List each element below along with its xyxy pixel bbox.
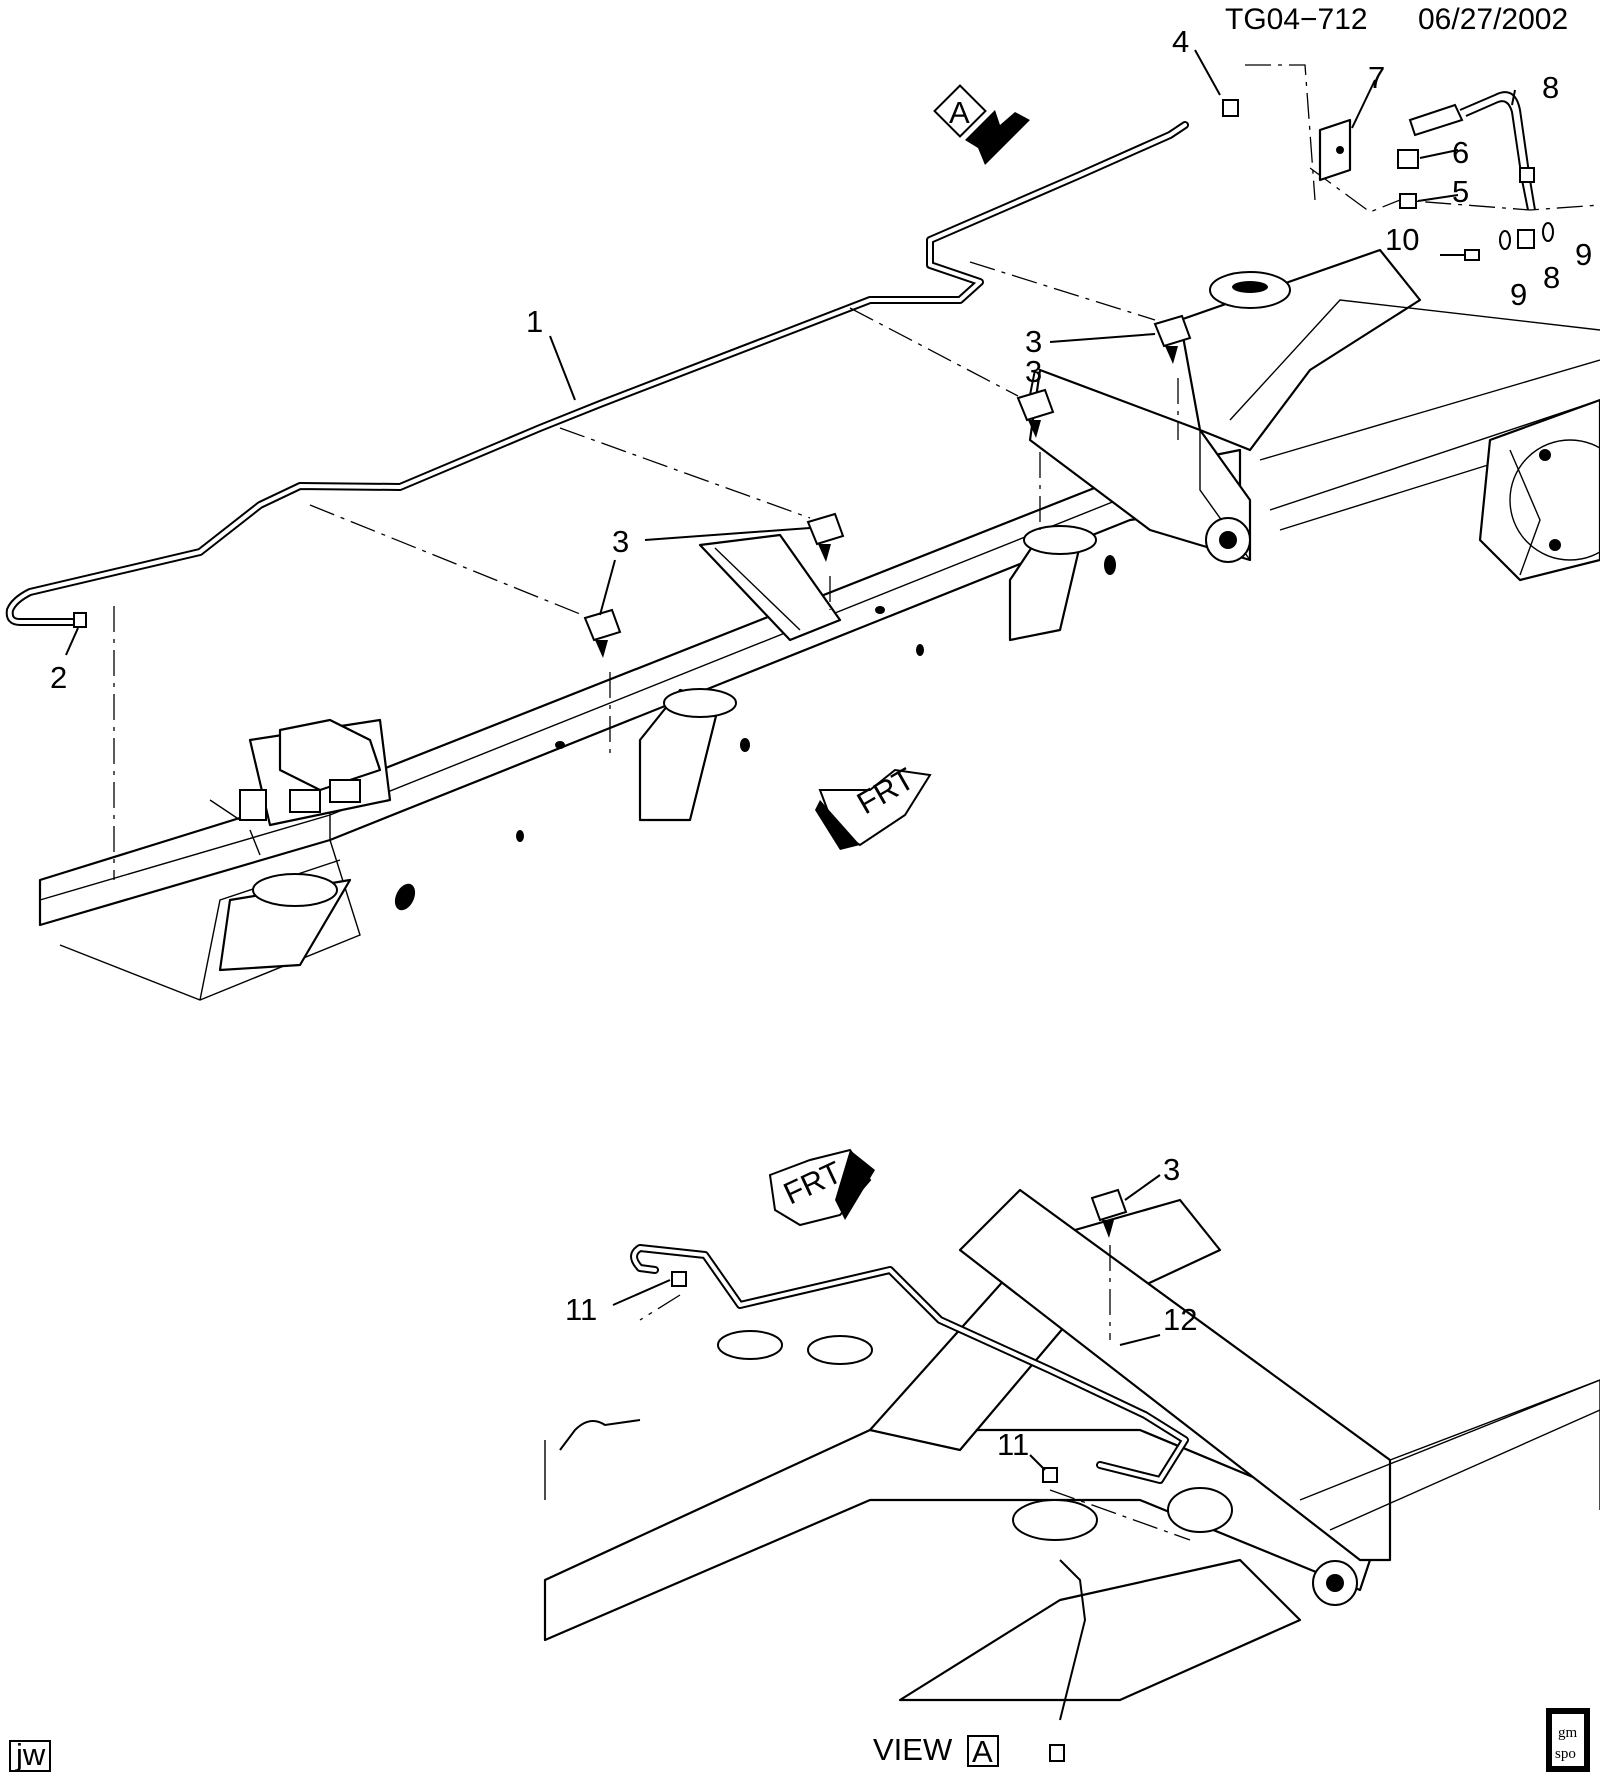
callout-3: 3 bbox=[612, 524, 629, 559]
fitting-11a bbox=[671, 1271, 687, 1287]
fitting-11b bbox=[1042, 1467, 1058, 1483]
upper-frame-rail bbox=[38, 248, 1600, 1001]
drawing-number: TG04−712 bbox=[1225, 3, 1368, 36]
callout-6: 6 bbox=[1452, 135, 1469, 170]
fitting-2 bbox=[73, 612, 87, 628]
brake-pipe-12 bbox=[630, 1244, 1189, 1484]
clip-3e bbox=[1090, 1188, 1128, 1238]
callout-11: 11 bbox=[997, 1427, 1029, 1462]
lower-frame-view bbox=[543, 1188, 1600, 1762]
view-arrow-letter: A bbox=[949, 95, 970, 130]
callout-5: 5 bbox=[1452, 174, 1469, 209]
brake-pipe-1 bbox=[5, 121, 1189, 626]
callout-2: 2 bbox=[50, 660, 67, 695]
callout-9: 9 bbox=[1575, 237, 1592, 272]
callout-11: 11 bbox=[565, 1292, 597, 1327]
view-caption-prefix: VIEW bbox=[873, 1732, 953, 1767]
washer-9a bbox=[1499, 230, 1511, 250]
bracket-7 bbox=[1318, 118, 1352, 182]
callout-4: 4 bbox=[1172, 24, 1189, 59]
drawing-date: 06/27/2002 bbox=[1418, 3, 1568, 36]
callout-12: 12 bbox=[1163, 1302, 1197, 1337]
clip-3b bbox=[806, 512, 845, 562]
bolt-5 bbox=[1399, 193, 1417, 209]
washer-9b bbox=[1542, 222, 1554, 242]
clip-6 bbox=[1397, 149, 1419, 169]
callout-3: 3 bbox=[1025, 324, 1042, 359]
view-arrow-icon: A bbox=[933, 84, 1030, 165]
artist-initials: jw bbox=[15, 1737, 46, 1772]
callout-7: 7 bbox=[1368, 60, 1385, 95]
callout-10: 10 bbox=[1385, 222, 1419, 257]
abs-modulator bbox=[209, 718, 392, 856]
view-caption-box bbox=[967, 1735, 999, 1767]
block-8b bbox=[1517, 229, 1535, 249]
callout-3: 3 bbox=[1163, 1152, 1180, 1187]
view-caption-letter: A bbox=[972, 1734, 993, 1769]
callout-1: 1 bbox=[526, 304, 543, 339]
artist-initials-box bbox=[9, 1740, 51, 1772]
callout-3: 3 bbox=[1025, 354, 1042, 389]
clip-3a bbox=[583, 608, 622, 658]
front-direction-arrow-icon: FRT bbox=[815, 761, 932, 850]
callout-8: 8 bbox=[1542, 70, 1559, 105]
clip-3c bbox=[1016, 388, 1055, 438]
hose-8 bbox=[1408, 91, 1536, 211]
logo-bottom-text: spo bbox=[1555, 1746, 1576, 1762]
front-direction-arrow-icon: FRT bbox=[768, 1148, 875, 1227]
clip-3d bbox=[1153, 314, 1192, 364]
gm-spo-logo-icon: gm spo bbox=[1546, 1708, 1590, 1772]
brake-caliper bbox=[1478, 398, 1600, 582]
callout-9: 9 bbox=[1510, 277, 1527, 312]
logo-top-text: gm bbox=[1558, 1725, 1578, 1741]
callout-8: 8 bbox=[1543, 260, 1560, 295]
fitting-4 bbox=[1222, 99, 1239, 117]
bolt-10 bbox=[1464, 249, 1480, 261]
